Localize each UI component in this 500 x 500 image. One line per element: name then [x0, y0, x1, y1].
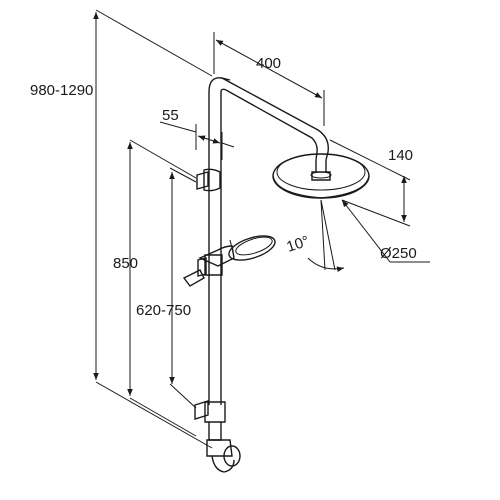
label-wall-offset: 55 — [162, 107, 179, 124]
lower-bracket-mixer — [194, 400, 241, 473]
label-slide-rail: 850 — [113, 255, 138, 272]
upper-wall-bracket — [196, 168, 221, 192]
label-arm-length: 400 — [256, 55, 281, 72]
overhead-shower-head — [272, 153, 370, 199]
dim-tilt-angle — [307, 199, 345, 273]
dim-wall-offset — [159, 121, 235, 160]
riser-pipe — [208, 77, 231, 405]
label-head-diameter: Ø250 — [380, 245, 417, 262]
shower-arm — [221, 77, 329, 161]
label-total-height: 980-1290 — [30, 82, 93, 99]
dim-slide-rail — [127, 139, 197, 437]
dim-total-height — [93, 9, 213, 449]
label-head-height: 140 — [388, 147, 413, 164]
dim-holder-range — [169, 167, 197, 409]
dim-head-diameter — [341, 199, 430, 263]
dim-head-height — [329, 139, 411, 227]
label-holder-range: 620-750 — [136, 302, 191, 319]
dim-arm-length — [213, 32, 325, 126]
hand-shower — [182, 235, 276, 287]
label-tilt-angle: 10° — [285, 233, 312, 256]
